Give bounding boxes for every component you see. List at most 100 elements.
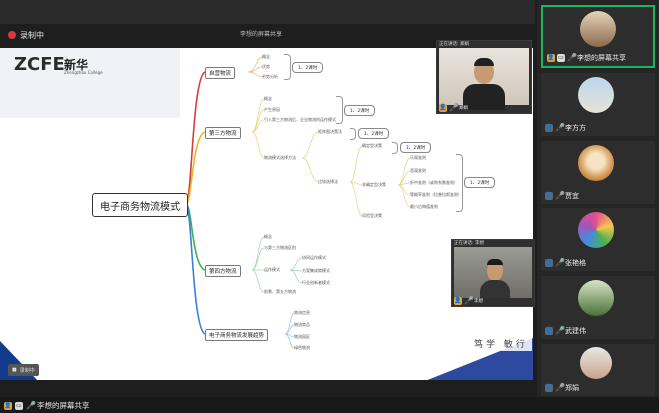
mindmap-central-node: 电子商务物流模式: [92, 193, 188, 217]
slide-motto: 笃学 敏行: [470, 336, 532, 351]
branch-fourth-party: 第四方物流: [205, 265, 241, 277]
leaf-3-6: 行业创新者模式: [302, 280, 330, 285]
participant-name: 贾宜: [565, 192, 579, 200]
leaf-3-5: 方案集成商模式: [302, 268, 330, 273]
leaf-1-2: 优势: [262, 64, 270, 69]
camera-icon: ■: [12, 367, 17, 373]
participant-name: 武建伟: [565, 327, 586, 335]
leaf-4-2: 物流商品: [294, 322, 310, 327]
avatar: [578, 77, 614, 113]
slide-control-label: 录制中: [19, 367, 35, 374]
recording-indicator[interactable]: 录制中: [8, 28, 44, 42]
leaf-3-4: 协同运作模式: [302, 255, 326, 260]
leaf-3-7: 前景、第五方物流: [264, 289, 296, 294]
user-icon: 👤: [454, 297, 462, 305]
avatar: [580, 11, 616, 47]
node-compare: 比较选择法: [318, 179, 338, 184]
branch-trends: 电子商务物流发展趋势: [205, 329, 269, 341]
presenter-main-name: 郑娟: [459, 106, 468, 111]
bottom-bar: [0, 397, 659, 413]
leaf-4-4: 绿色物流: [294, 345, 310, 350]
screen-share-icon: ▭: [15, 401, 23, 410]
presenter-small-body: [480, 280, 510, 298]
participant-name-bar: 👤 🎤 张艳格: [545, 258, 586, 268]
presenter-video-main[interactable]: 正在讲话: 郑娟 👤 🎤 郑娟: [436, 40, 532, 114]
screen-share-icon: ▭: [557, 54, 565, 62]
participant-name: 李方方: [565, 124, 586, 132]
participant-name-bar: 👤 🎤 郑娟: [545, 383, 579, 393]
user-icon: 👤: [545, 192, 553, 200]
leaf-1-3: 劣势分析: [262, 74, 278, 79]
record-icon: [8, 31, 16, 39]
participant-name: 张艳格: [565, 259, 586, 267]
method-4: 等概率准则（拉普拉斯准则）: [410, 192, 462, 197]
mic-muted-icon: 🎤: [555, 191, 565, 200]
bracket-3: [350, 128, 356, 140]
avatar: [578, 280, 614, 316]
participant-name-bar: 👤 ▭ 🎤 李想的屏幕共享: [547, 53, 626, 63]
user-icon: 👤: [545, 327, 553, 335]
presenter-face: [474, 60, 494, 84]
participant-name: 郑娟: [565, 384, 579, 392]
branch-third-party: 第三方物流: [205, 127, 241, 139]
avatar: [580, 347, 612, 379]
leaf-3-3: 运作模式: [264, 267, 280, 272]
presenter-small-label: 正在讲话: 李想: [454, 241, 484, 246]
leaf-2-2: 产生原因: [264, 107, 280, 112]
participant-tile-2[interactable]: 👤 🎤 李方方: [541, 73, 655, 136]
slide-logo-cn: 新华: [64, 58, 89, 72]
method-2: 悲观准则: [410, 168, 426, 173]
participant-tile-6[interactable]: 👤 🎤 郑娟: [541, 344, 655, 396]
slide-logo-sub: Zhengzhou College: [64, 70, 103, 75]
recording-label: 录制中: [20, 30, 44, 40]
bottom-share-label: 👤 ▭ 🎤 李想的屏幕共享: [4, 400, 90, 411]
avatar: [578, 145, 614, 181]
lesson-pill-4: 1、2课时: [400, 142, 432, 153]
leaf-4-1: 物流信息: [294, 310, 310, 315]
participant-name-bar: 👤 🎤 贾宜: [545, 191, 579, 201]
user-icon: 👤: [545, 259, 553, 267]
presenter-hair: [474, 58, 494, 66]
participant-name-bar: 👤 🎤 李方方: [545, 123, 586, 133]
presenter-video-small[interactable]: 正在讲话: 李想 👤 🎤 李想: [451, 239, 535, 307]
mic-icon: 🎤: [567, 53, 577, 62]
mic-muted-icon: 🎤: [555, 123, 565, 132]
user-icon: 👤: [4, 401, 12, 410]
leaf-3-1: 概念: [264, 234, 272, 239]
mic-icon: 🎤: [449, 103, 459, 112]
share-title: 李想的屏幕共享: [240, 31, 283, 38]
method-5: 最小后悔值准则: [410, 204, 438, 209]
participant-tile-3[interactable]: 👤 🎤 贾宜: [541, 141, 655, 204]
mic-icon: 🎤: [26, 400, 36, 410]
leaf-2-3: 引入第三方物流后，企业物流的运作模式: [264, 117, 336, 122]
lesson-pill-1: 1、2课时: [292, 62, 324, 73]
presenter-body: [463, 84, 505, 110]
presenter-small-face: [487, 261, 503, 281]
participant-tile-5[interactable]: 👤 🎤 武建伟: [541, 276, 655, 339]
leaf-2-1: 概念: [264, 96, 272, 101]
participant-tile-4[interactable]: 👤 🎤 张艳格: [541, 208, 655, 271]
lesson-pill-2: 1、2课时: [344, 105, 376, 116]
slide-header-band: [0, 48, 180, 118]
leaf-3-2: 与第三方物流区别: [264, 245, 296, 250]
user-icon: 👤: [547, 54, 555, 62]
presenter-small-name-bar: 👤 🎤 李想: [454, 297, 483, 305]
presenter-small-name: 李想: [474, 299, 483, 304]
participant-tile-1[interactable]: 👤 ▭ 🎤 李想的屏幕共享: [541, 5, 655, 68]
avatar: [578, 212, 614, 248]
user-icon: 👤: [439, 104, 447, 112]
bottom-share-name: 李想的屏幕共享: [37, 401, 90, 410]
node-matrix: 矩阵图决策法: [318, 129, 342, 134]
node-uncertain: 非确定型决策: [362, 182, 386, 187]
presenter-small-image: [454, 247, 532, 298]
slide-logo: ZCFE: [14, 54, 65, 75]
mic-muted-icon: 🎤: [555, 258, 565, 267]
node-decision: 确定型决策: [362, 143, 382, 148]
lesson-pill-3: 1、2课时: [358, 128, 390, 139]
participant-name: 李想的屏幕共享: [577, 54, 626, 62]
bracket-5: [456, 154, 463, 212]
slide-control-bar[interactable]: ■ 录制中: [8, 364, 39, 376]
bracket-1: [284, 54, 291, 80]
mic-muted-icon: 🎤: [555, 383, 565, 392]
presenter-main-label: 正在讲话: 郑娟: [439, 42, 469, 47]
